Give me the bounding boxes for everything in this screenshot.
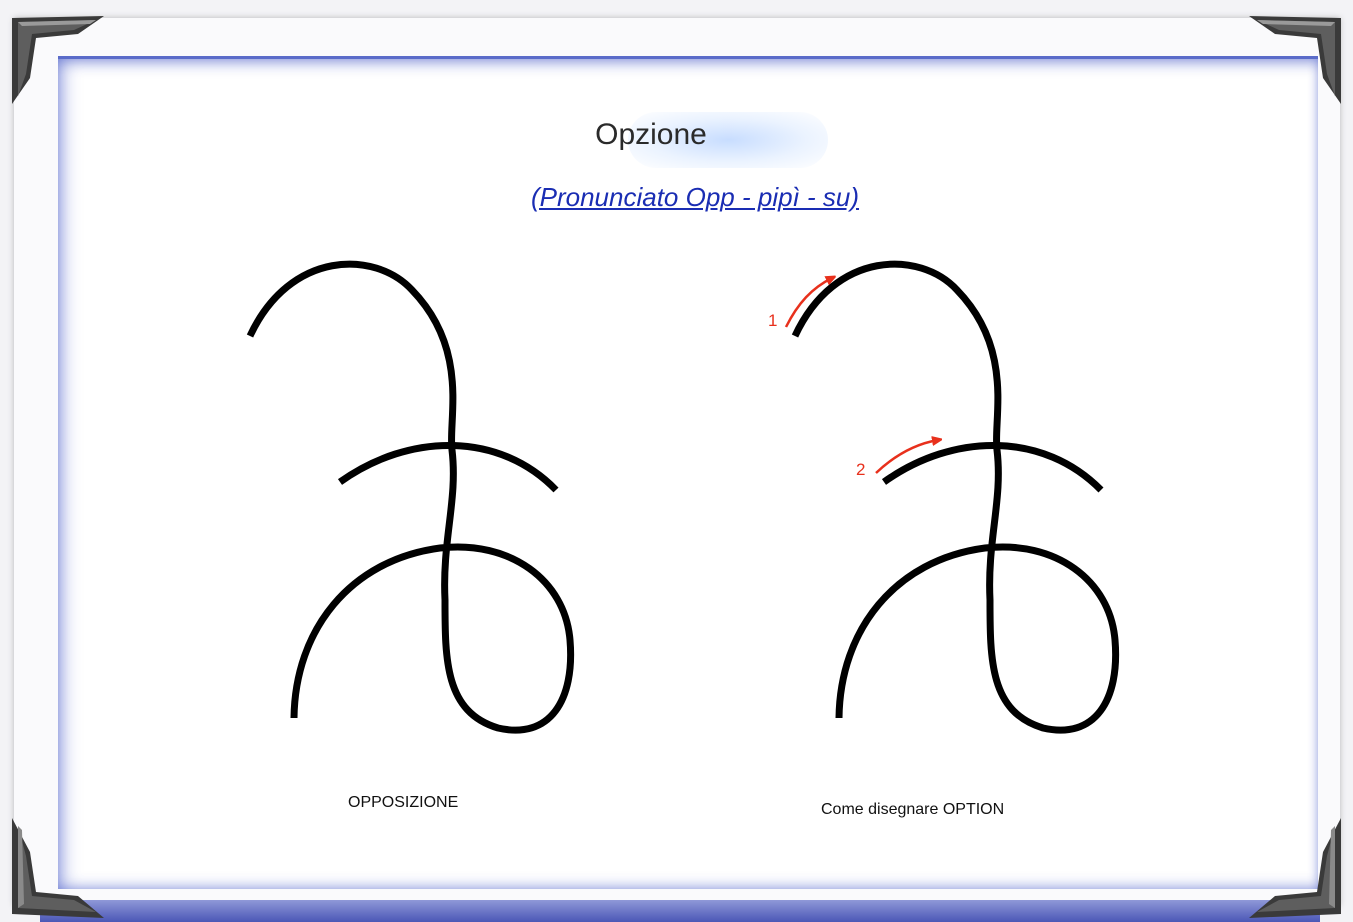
figure-caption-left: OPPOSIZIONE bbox=[348, 794, 458, 812]
figure-caption-right: Come disegnare OPTION bbox=[821, 801, 1004, 819]
glyph-top-hook-stroke bbox=[250, 264, 571, 730]
stroke-step-label-1: 1 bbox=[768, 311, 777, 331]
glyph-opposizione bbox=[250, 264, 571, 730]
glyph-middle-arc-stroke bbox=[884, 445, 1101, 490]
stroke-step-label-2: 2 bbox=[856, 460, 865, 480]
glyph-middle-arc-stroke bbox=[340, 445, 556, 490]
glyph-option-howto bbox=[795, 264, 1116, 730]
glyph-top-hook-stroke bbox=[795, 264, 1116, 730]
stroke-order-arrow-1 bbox=[786, 278, 832, 327]
